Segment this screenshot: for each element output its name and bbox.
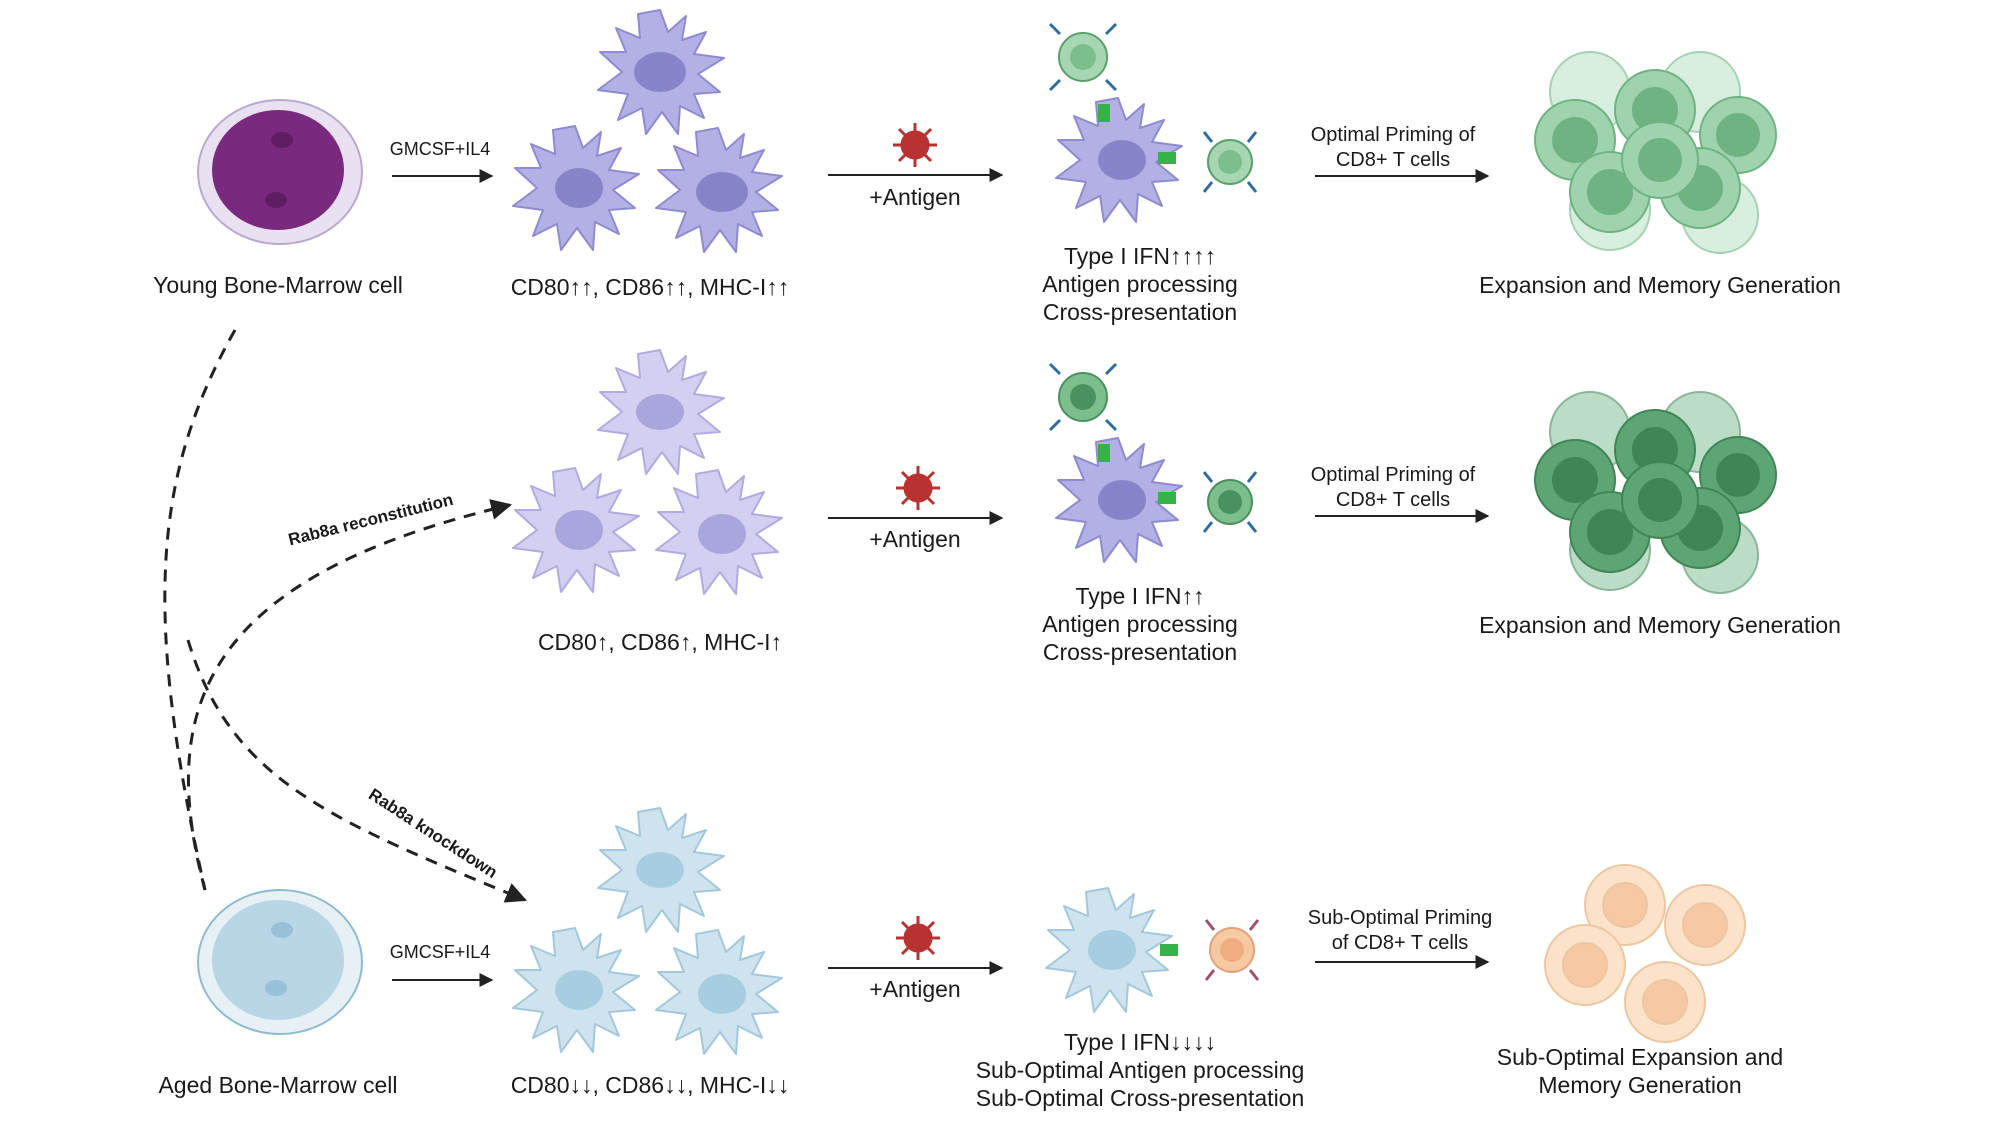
young-ifn-line-3: Cross-presentation [1043,299,1237,325]
recon-ifn-line-3: Cross-presentation [1043,639,1237,665]
rab8a-reconstitution-label: Rab8a reconstitution [286,490,455,549]
aged-dc-cluster [512,807,783,1055]
aged-ifn-line-1: Type I IFN↓↓↓↓ [1064,1029,1216,1055]
aged-antigen-label: +Antigen [869,976,960,1002]
aged-ifn-line-2: Sub-Optimal Antigen processing [976,1057,1305,1083]
young-ifn-line-1: Type I IFN↑↑↑↑ [1064,243,1216,269]
aged-dc-tcell-interaction [1045,887,1260,1013]
young-antigen-label: +Antigen [869,184,960,210]
young-ifn-line-2: Antigen processing [1042,271,1238,297]
young-cell-label: Young Bone-Marrow cell [153,272,403,298]
aged-markers-label: CD80↓↓, CD86↓↓, MHC-I↓↓ [511,1072,790,1098]
rab8a-reconstitution-dashed-arrow [186,499,513,891]
recon-dc-cluster [512,349,783,595]
aged-outcome-line-2: Memory Generation [1538,1072,1741,1098]
young-to-aged-dashed-curve [163,329,237,891]
recon-antigen-label: +Antigen [869,526,960,552]
rab8a-knockdown-label: Rab8a knockdown [365,785,501,882]
recon-dc-tcell-interaction [1048,362,1258,563]
aged-outcome-line-1: Sub-Optimal Expansion and [1497,1044,1783,1070]
aged-priming-line-1: Sub-Optimal Priming [1308,907,1493,929]
recon-ifn-line-2: Antigen processing [1042,611,1238,637]
recon-ifn-line-1: Type I IFN↑↑ [1075,583,1204,609]
young-tcell-expansion-cluster [1534,51,1777,254]
young-bone-marrow-cell [197,99,363,245]
aged-ifn-line-3: Sub-Optimal Cross-presentation [976,1085,1305,1111]
aged-bone-marrow-cell [197,889,363,1035]
aged-tcell-cluster [1544,864,1746,1043]
young-priming-line-1: Optimal Priming of [1311,124,1476,146]
aged-cell-label: Aged Bone-Marrow cell [158,1072,397,1098]
young-priming-line-2: CD8+ T cells [1336,149,1450,171]
young-dc-cluster [512,9,783,253]
aged-antigen-virus-icon [894,914,942,962]
recon-markers-label: CD80↑, CD86↑, MHC-I↑ [538,629,782,655]
young-dc-tcell-interaction [1048,22,1258,223]
young-outcome-label: Expansion and Memory Generation [1479,272,1841,298]
recon-priming-line-1: Optimal Priming of [1311,464,1476,486]
aged-culture-label: GMCSF+IL4 [390,942,491,962]
recon-tcell-expansion-cluster [1534,391,1777,594]
recon-outcome-label: Expansion and Memory Generation [1479,612,1841,638]
young-antigen-virus-icon [891,121,939,169]
aged-priming-line-2: of CD8+ T cells [1332,932,1469,954]
young-markers-label: CD80↑↑, CD86↑↑, MHC-I↑↑ [511,274,790,300]
recon-antigen-virus-icon [894,464,942,512]
recon-priming-line-2: CD8+ T cells [1336,489,1450,511]
rab8a-knockdown-dashed-arrow [186,639,527,903]
young-culture-label: GMCSF+IL4 [390,139,491,159]
